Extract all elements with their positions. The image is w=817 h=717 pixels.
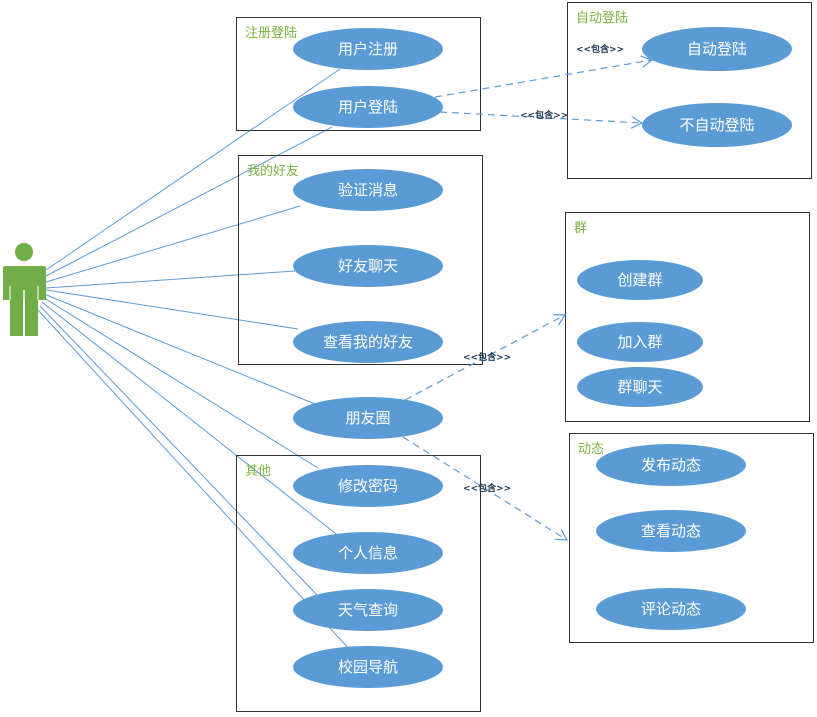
use-case-ellipse — [293, 589, 443, 631]
use-case-ellipse — [577, 260, 703, 300]
use-case-label: 验证消息 — [338, 181, 398, 199]
use-case-ellipse — [596, 588, 746, 630]
include-dependency-arrow — [404, 315, 565, 401]
use-case-label: 校园导航 — [338, 658, 398, 676]
use-case[interactable]: 不自动登陆 — [642, 103, 792, 147]
use-case-ellipse — [293, 532, 443, 574]
use-case-ellipse — [293, 397, 443, 439]
include-dependency-arrow — [434, 60, 652, 98]
use-case-ellipse — [596, 444, 746, 486]
use-case-label: 创建群 — [617, 271, 662, 289]
association-line — [37, 309, 351, 651]
include-label: <<包含>> — [463, 482, 511, 494]
use-case[interactable]: 查看动态 — [596, 510, 746, 552]
use-case-ellipse — [293, 86, 443, 128]
use-case[interactable]: 天气查询 — [293, 589, 443, 631]
association-line — [43, 297, 319, 469]
use-case-ellipse — [596, 510, 746, 552]
association-line — [41, 301, 341, 538]
association-line — [45, 205, 301, 283]
box-title: 其他 — [245, 464, 271, 479]
use-case-label: 自动登陆 — [687, 40, 747, 58]
system-boundary-box — [569, 433, 814, 643]
include-label: <<包含>> — [520, 109, 568, 121]
include-label: <<包含>> — [576, 43, 624, 55]
use-case-ellipse — [577, 322, 703, 362]
use-case[interactable]: 修改密码 — [293, 465, 443, 507]
use-case-ellipse — [293, 169, 443, 211]
use-case[interactable]: 用户登陆 — [293, 86, 443, 128]
use-case-ellipse — [293, 465, 443, 507]
association-line — [43, 293, 321, 407]
use-case[interactable]: 个人信息 — [293, 532, 443, 574]
use-case-label: 群聊天 — [617, 378, 662, 396]
use-case-ellipse — [642, 103, 792, 147]
use-case-label: 加入群 — [617, 333, 662, 351]
box-title: 群 — [574, 221, 587, 236]
system-boundary-box — [236, 455, 481, 712]
system-boundary-box — [236, 17, 481, 131]
use-case-label: 发布动态 — [641, 456, 701, 474]
box-title: 注册登陆 — [245, 25, 297, 41]
use-case-ellipse — [293, 28, 443, 70]
use-case-label: 不自动登陆 — [679, 116, 754, 134]
use-case[interactable]: 校园导航 — [293, 646, 443, 688]
system-boundary-box — [567, 2, 812, 179]
use-case[interactable]: 评论动态 — [596, 588, 746, 630]
use-case[interactable]: 加入群 — [577, 322, 703, 362]
association-line — [45, 68, 341, 271]
association-line — [45, 126, 333, 277]
box-title: 自动登陆 — [576, 10, 628, 26]
use-case-label: 个人信息 — [338, 544, 398, 562]
use-case-ellipse — [293, 321, 443, 363]
use-case[interactable]: 用户注册 — [293, 28, 443, 70]
actor-body — [3, 266, 46, 336]
use-case-label: 天气查询 — [338, 601, 398, 619]
use-case-ellipse — [577, 367, 703, 407]
use-case[interactable]: 创建群 — [577, 260, 703, 300]
association-line — [45, 270, 296, 289]
actor-person-icon — [3, 243, 46, 336]
actor-head — [15, 243, 33, 261]
use-case[interactable]: 自动登陆 — [642, 27, 792, 71]
use-case[interactable]: 好友聊天 — [293, 245, 443, 287]
use-case[interactable]: 验证消息 — [293, 169, 443, 211]
use-case-ellipse — [642, 27, 792, 71]
use-case-ellipse — [293, 245, 443, 287]
use-case-label: 好友聊天 — [338, 257, 398, 275]
use-case-label: 用户登陆 — [338, 98, 398, 116]
use-case[interactable]: 发布动态 — [596, 444, 746, 486]
use-case[interactable]: 群聊天 — [577, 367, 703, 407]
box-title: 动态 — [578, 442, 604, 457]
use-case-ellipse — [293, 646, 443, 688]
use-case-label: 查看动态 — [641, 522, 701, 540]
box-title: 我的好友 — [247, 163, 299, 179]
use-case[interactable]: 朋友圈 — [293, 397, 443, 439]
use-case-label: 修改密码 — [338, 477, 398, 495]
association-line — [45, 289, 299, 330]
use-case[interactable]: 查看我的好友 — [293, 321, 443, 363]
system-boundary-box — [238, 155, 483, 365]
use-case-label: 用户注册 — [338, 40, 398, 58]
association-line — [39, 305, 319, 597]
use-case-label: 朋友圈 — [345, 409, 390, 427]
include-label: <<包含>> — [463, 351, 511, 363]
include-dependency-arrow — [402, 436, 567, 540]
include-dependency-arrow — [439, 111, 642, 123]
use-case-label: 查看我的好友 — [323, 333, 413, 351]
use-case-label: 评论动态 — [641, 600, 701, 618]
